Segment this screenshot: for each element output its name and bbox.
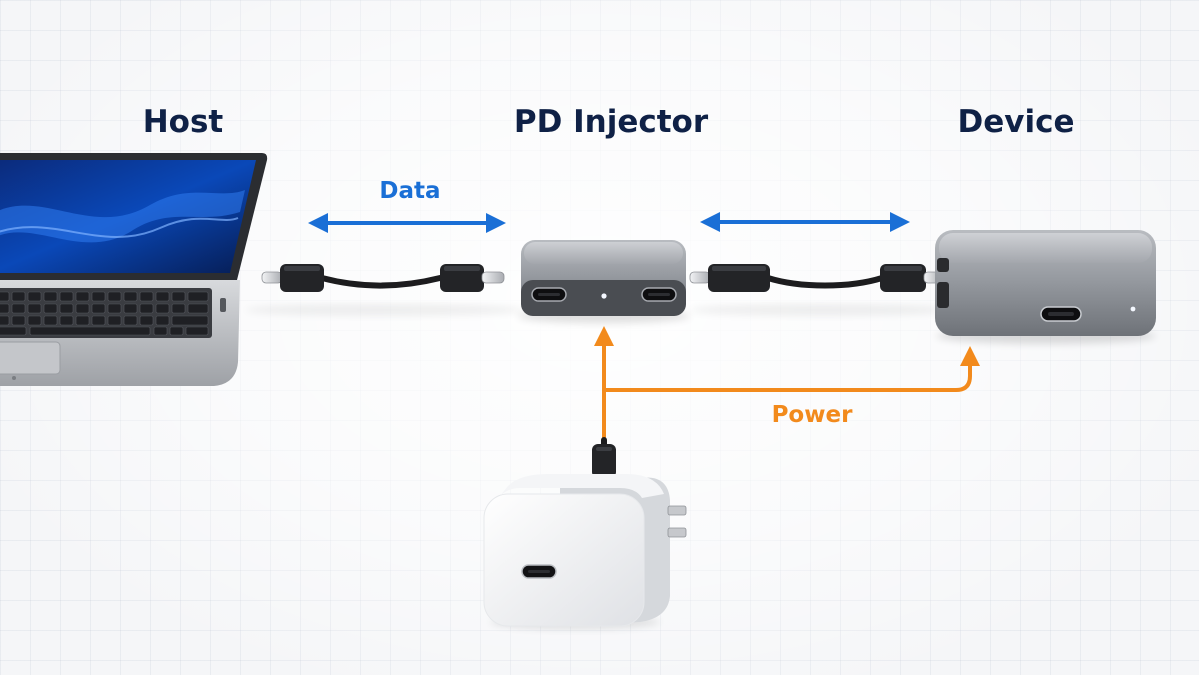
host-heading: Host <box>142 104 224 140</box>
wall-charger-icon <box>483 437 687 629</box>
laptop-icon <box>0 153 268 386</box>
pd-injector-heading: PD Injector <box>513 104 709 140</box>
pd-injector-icon <box>518 240 690 323</box>
usb-c-cable-device <box>689 264 950 316</box>
power-arrow-to-device <box>604 346 980 392</box>
usb-c-cable-host <box>245 264 525 316</box>
power-label: Power <box>771 402 853 428</box>
usb-c-device-icon <box>935 230 1156 344</box>
device-heading: Device <box>957 104 1075 140</box>
data-label: Data <box>379 178 441 204</box>
